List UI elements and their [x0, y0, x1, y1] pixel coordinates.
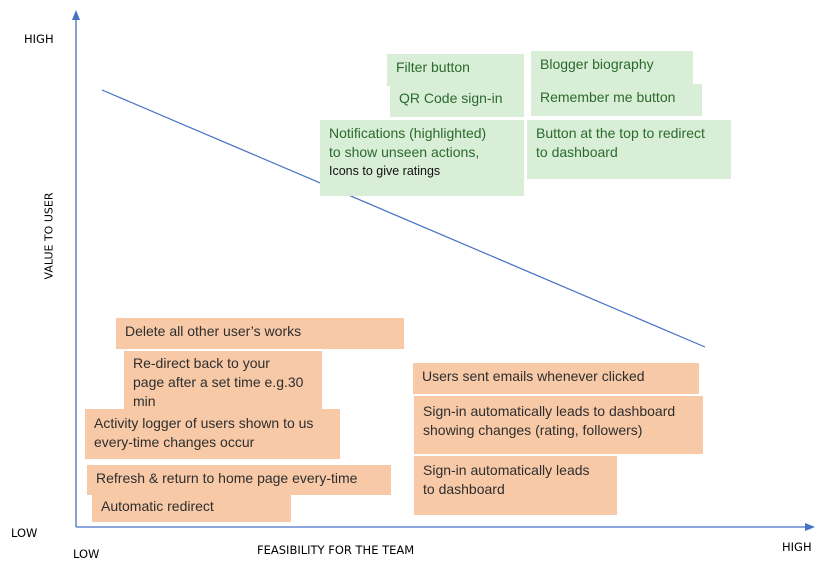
note-text-line1: Re-direct back to your [133, 355, 270, 371]
note-text-line1: Activity logger of users shown to us [94, 415, 314, 431]
note-automatic-redirect: Automatic redirect [92, 494, 291, 522]
note-signin-showing-changes: Sign-in automatically leads to dashboard… [414, 396, 703, 454]
note-text-line2: to dashboard [536, 144, 618, 160]
note-text: QR Code sign-in [399, 90, 503, 106]
note-text-line1: Button at the top to redirect [536, 125, 705, 141]
note-text: Blogger biography [540, 56, 654, 72]
note-remember-me-button: Remember me button [531, 84, 702, 116]
note-text-line2: showing changes (rating, followers) [423, 422, 643, 438]
note-activity-logger: Activity logger of users shown to us eve… [85, 409, 340, 459]
note-blogger-biography: Blogger biography [531, 51, 693, 84]
note-text: Delete all other user’s works [125, 323, 302, 339]
note-text: Remember me button [540, 89, 676, 105]
note-signin-to-dashboard: Sign-in automatically leads to dashboard [414, 456, 617, 515]
trend-line [101, 89, 706, 348]
note-text-line1: Sign-in automatically leads [423, 462, 590, 478]
note-text-line2: to dashboard [423, 481, 505, 497]
note-notifications: Notifications (highlighted) to show unse… [320, 120, 524, 196]
note-refresh-return: Refresh & return to home page every-time [87, 465, 391, 495]
x-low-label: LOW [73, 547, 100, 561]
note-redirect-back: Re-direct back to your page after a set … [124, 351, 322, 409]
y-high-label: HIGH [24, 32, 54, 46]
note-text-line3: min [133, 393, 156, 409]
note-text-line2: to show unseen actions, [329, 144, 480, 160]
note-button-at-top: Button at the top to redirect to dashboa… [527, 120, 731, 179]
x-axis-title: FEASIBILITY FOR THE TEAM [257, 543, 415, 557]
note-text: Automatic redirect [101, 498, 214, 514]
note-text: Filter button [396, 59, 470, 75]
x-axis-arrow [805, 523, 815, 531]
note-text: Users sent emails whenever clicked [422, 368, 645, 384]
note-delete-all-works: Delete all other user’s works [116, 318, 404, 349]
note-filter-button: Filter button [387, 54, 524, 86]
note-text-line1: Sign-in automatically leads to dashboard [423, 403, 676, 419]
note-users-sent-emails: Users sent emails whenever clicked [413, 363, 699, 394]
note-text: Refresh & return to home page every-time [96, 470, 358, 486]
x-high-label: HIGH [782, 540, 812, 554]
note-text-line1: Notifications (highlighted) [329, 125, 487, 141]
note-qr-code-sign-in: QR Code sign-in [390, 85, 524, 117]
note-text-line2: every-time changes occur [94, 434, 255, 450]
y-axis-title: VALUE TO USER [42, 192, 56, 280]
y-axis-arrow [72, 10, 80, 20]
note-text-line2: page after a set time e.g.30 [133, 374, 304, 390]
note-text-line3: Icons to give ratings [329, 164, 441, 178]
y-low-label: LOW [11, 526, 38, 540]
